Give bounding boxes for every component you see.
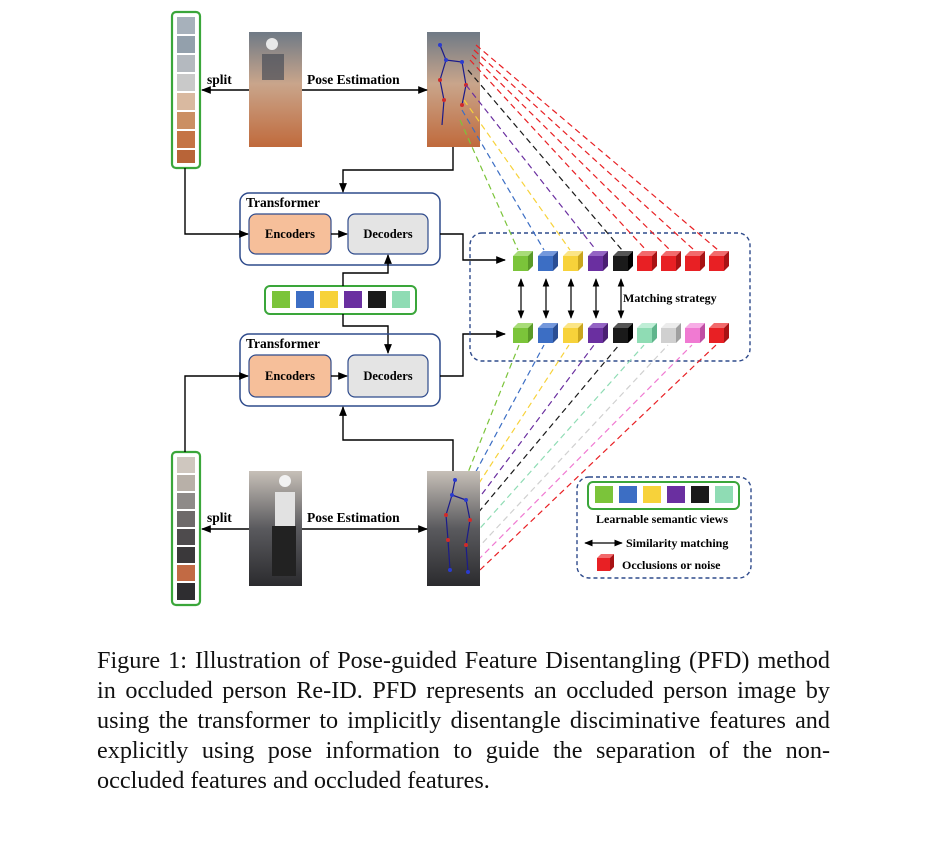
legend-semantic-label: Learnable semantic views <box>596 512 728 526</box>
transformer-bottom: Transformer Encoders Decoders <box>239 333 441 407</box>
pose-image-top <box>427 32 480 147</box>
feature-cubes-top <box>513 251 729 271</box>
cube <box>685 251 705 271</box>
cube <box>613 323 633 343</box>
split-label-top: split <box>207 72 232 87</box>
cube <box>563 251 583 271</box>
person-image-top <box>249 32 302 147</box>
cube <box>709 251 729 271</box>
similarity-arrows <box>517 278 625 319</box>
cube <box>563 323 583 343</box>
split-label-bottom: split <box>207 510 232 525</box>
figure-caption: Figure 1: Illustration of Pose-guided Fe… <box>97 647 830 794</box>
decoders-label-bottom: Decoders <box>363 369 412 383</box>
pose-estimation-label-bottom: Pose Estimation <box>307 510 400 525</box>
cube <box>588 251 608 271</box>
legend-occlusion-label: Occlusions or noise <box>622 558 721 572</box>
matching-strategy-label: Matching strategy <box>623 291 717 305</box>
cube <box>661 251 681 271</box>
cube <box>588 323 608 343</box>
cube <box>513 251 533 271</box>
encoders-label-top: Encoders <box>265 227 315 241</box>
pose-estimation-label-top: Pose Estimation <box>307 72 400 87</box>
cube <box>637 323 657 343</box>
pose-lines-bottom <box>464 344 717 571</box>
cube <box>637 251 657 271</box>
legend: Learnable semantic views Similarity matc… <box>576 476 752 579</box>
cube <box>661 323 681 343</box>
matching-strategy-box: Matching strategy <box>469 232 751 362</box>
pose-lines-top <box>459 44 719 251</box>
transformer-top: Transformer Encoders Decoders <box>239 192 441 266</box>
split-strip-top <box>170 10 202 170</box>
split-strip-bottom <box>170 450 202 607</box>
encoders-label-bottom: Encoders <box>265 369 315 383</box>
cube <box>513 323 533 343</box>
legend-occlusion-cube <box>597 554 614 571</box>
decoders-label-top: Decoders <box>363 227 412 241</box>
transformer-title-bottom: Transformer <box>246 336 320 351</box>
transformer-title-top: Transformer <box>246 195 320 210</box>
person-image-bottom <box>249 471 302 586</box>
feature-cubes-bottom <box>513 323 729 343</box>
pose-image-bottom <box>427 471 480 586</box>
cube <box>685 323 705 343</box>
cube <box>709 323 729 343</box>
legend-similarity-label: Similarity matching <box>626 536 728 550</box>
cube <box>538 251 558 271</box>
learnable-views-strip <box>264 285 417 315</box>
pfd-figure: split Pose Estimation Transformer Encode… <box>170 10 752 607</box>
cube <box>538 323 558 343</box>
cube <box>613 251 633 271</box>
